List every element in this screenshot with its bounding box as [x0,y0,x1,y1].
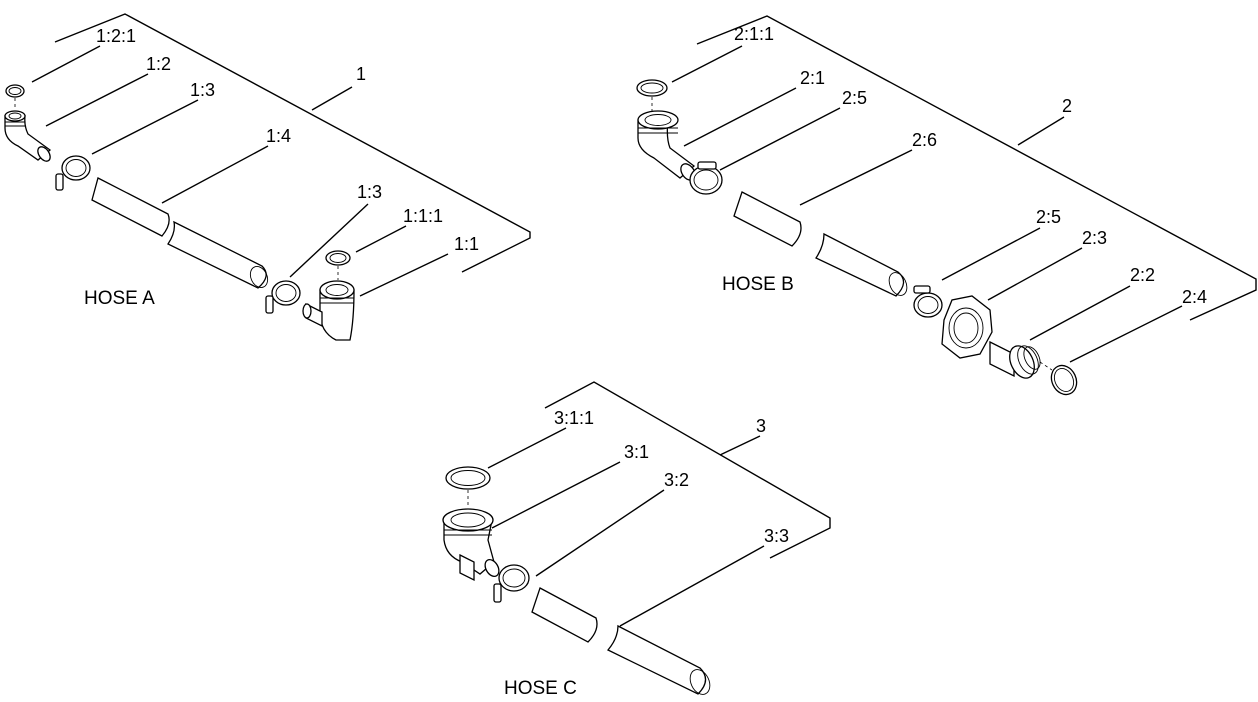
o-ring-part [325,250,351,266]
callout-1-2: 1:2 [146,54,171,74]
callout-1-4: 1:4 [266,126,291,146]
assembly-label-3: 3 [756,416,766,436]
hose-segment-part [531,587,711,695]
assembly-label-2: 2 [1062,96,1072,116]
threaded-adapter-part [989,340,1041,379]
callout-2-3: 2:3 [1082,228,1107,248]
hose-b-assembly: 2 2:1:1 2:1 2:5 2:6 2:5 2:3 2:2 2:4 [636,15,1257,396]
hose-clamp-part [689,161,723,195]
hose-clamp-part [265,280,301,314]
callout-1-1: 1:1 [454,234,479,254]
coupling-nut-part [941,295,993,359]
callout-1-2-1: 1:2:1 [96,26,136,46]
hose-segment-part [733,191,908,297]
callout-2-5-lower: 2:5 [1036,207,1061,227]
elbow-fitting-part [4,110,52,162]
caption-hose-b: HOSE B [722,274,794,295]
elbow-fitting-part [637,110,696,181]
valve-elbow-part [302,280,355,341]
hose-clamp-part [493,564,530,603]
caption-hose-a: HOSE A [84,288,155,309]
callout-2-1: 2:1 [800,68,825,88]
callout-2-1-1: 2:1:1 [734,24,774,44]
callout-3-3: 3:3 [764,526,789,546]
callout-2-4: 2:4 [1182,287,1207,307]
callout-1-3-lower: 1:3 [357,182,382,202]
caption-hose-c: HOSE C [504,678,577,699]
hose-segment-part [91,177,269,289]
callout-2-2: 2:2 [1130,265,1155,285]
callout-1-1-1: 1:1:1 [403,206,443,226]
callout-2-6: 2:6 [912,130,937,150]
o-ring-part [5,84,25,98]
o-ring-part [1050,364,1078,396]
o-ring-part [636,79,668,97]
hose-a-assembly: 1 1:2:1 1:2 1:3 1:4 1:3 1:1:1 1:1 [4,13,531,341]
callout-3-1: 3:1 [624,442,649,462]
hose-clamp-part [913,285,943,318]
callout-2-5: 2:5 [842,88,867,108]
hose-clamp-part [55,155,91,191]
callout-1-3: 1:3 [190,80,215,100]
elbow-fitting-part [442,508,500,582]
callout-3-1-1: 3:1:1 [554,408,594,428]
callout-3-2: 3:2 [664,470,689,490]
assembly-label-1: 1 [356,64,366,84]
hose-c-assembly: 3 3:1:1 3:1 3:2 3:3 [442,381,831,699]
o-ring-part [445,466,491,490]
